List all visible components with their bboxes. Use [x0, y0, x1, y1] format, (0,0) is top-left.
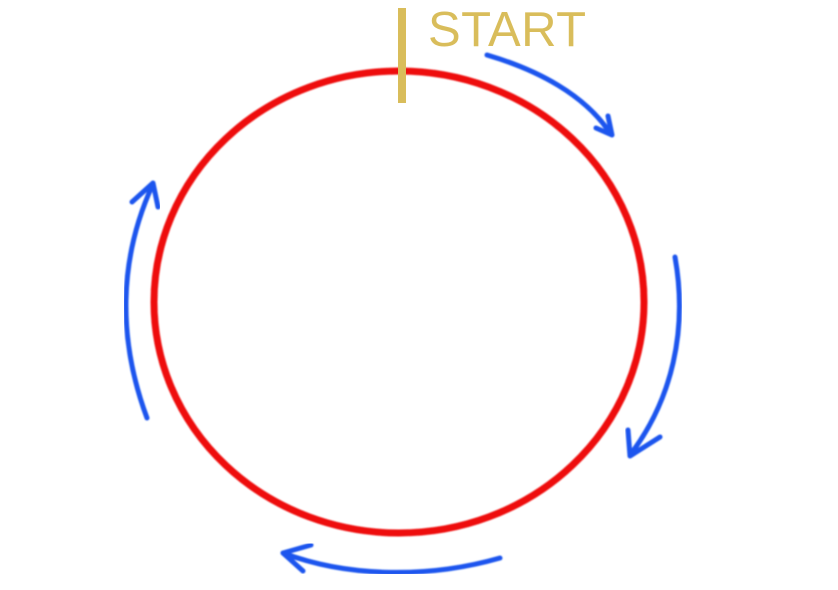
clockwise-arrow-left: [123, 180, 161, 421]
clockwise-arrow-bottom: [280, 542, 503, 575]
cycle-circle: [150, 67, 648, 537]
start-label: START: [428, 3, 587, 57]
clockwise-arrow-right: [625, 254, 682, 459]
clockwise-arrow-top-right: [484, 52, 615, 138]
